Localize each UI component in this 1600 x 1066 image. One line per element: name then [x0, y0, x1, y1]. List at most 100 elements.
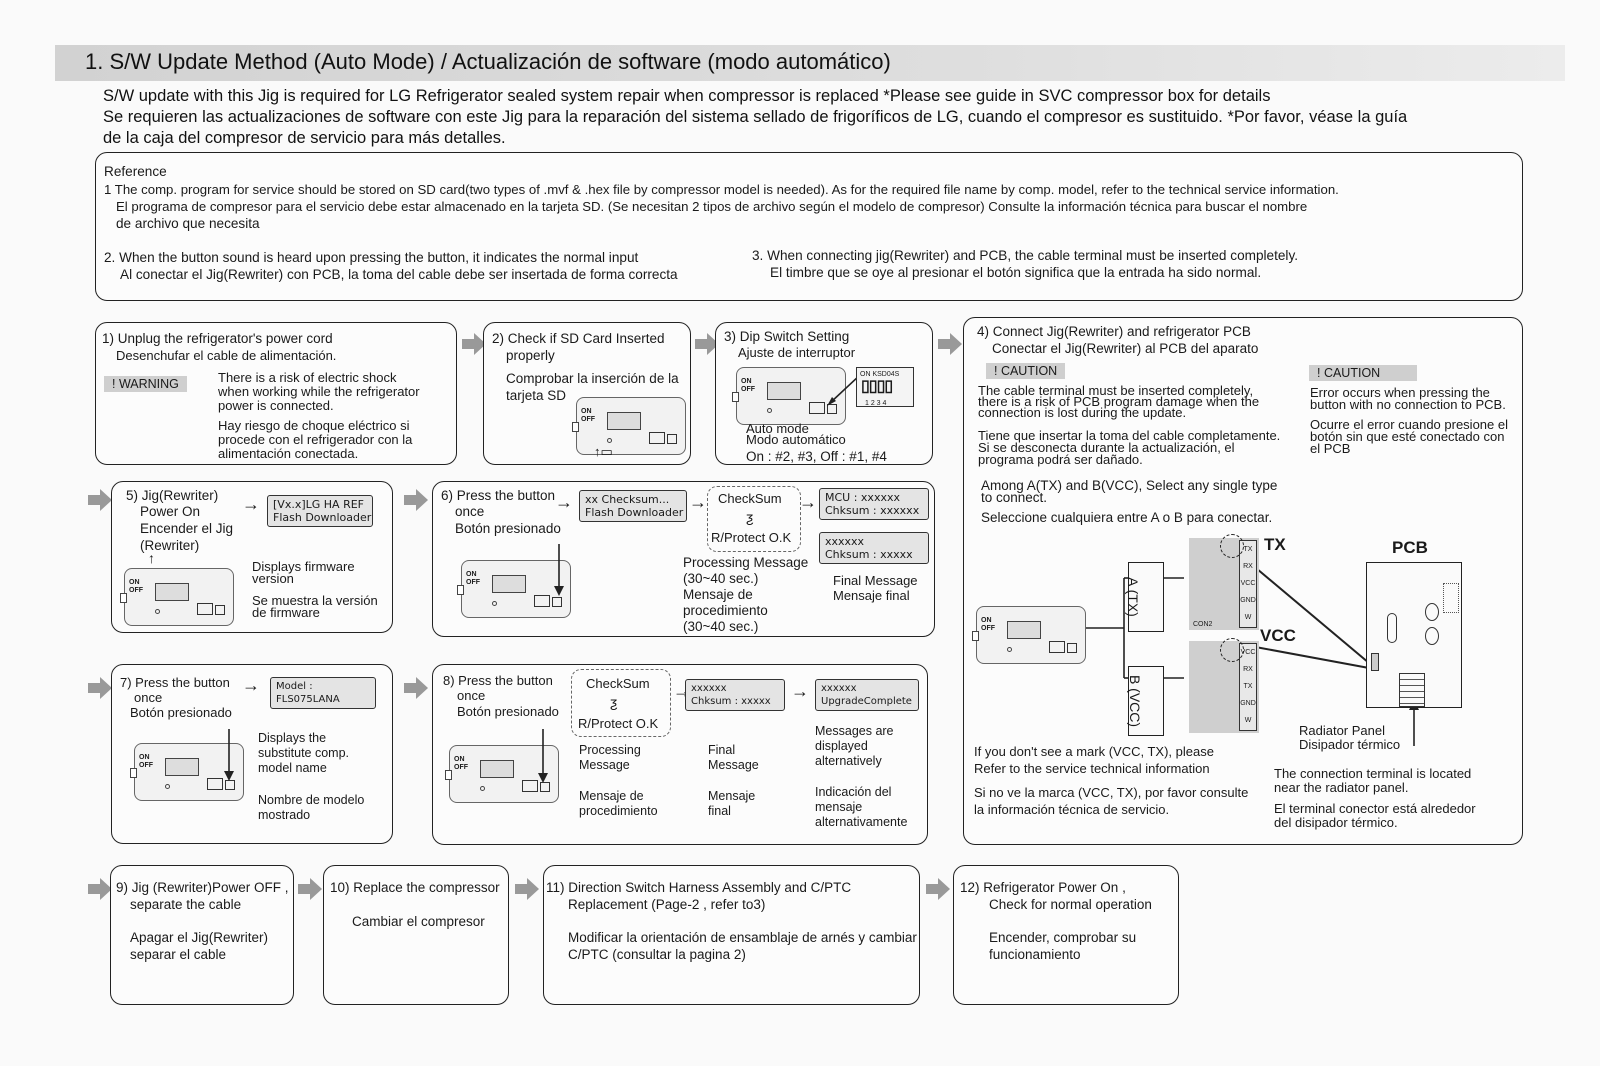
- auto-mode-label-es: Modo automático: [746, 432, 846, 447]
- step-7-desc-1: Displays the: [258, 731, 327, 745]
- sd-slot: [572, 422, 579, 432]
- step-4-title: 4) Connect Jig(Rewriter) and refrigerato…: [977, 324, 1251, 339]
- right-arrow-icon: →: [555, 492, 573, 512]
- intro-line-1: S/W update with this Jig is required for…: [103, 87, 1271, 105]
- reference-2-en: 2. When the button sound is heard upon p…: [104, 250, 639, 265]
- select-text-2: to connect.: [981, 490, 1048, 505]
- step-9-box: 9) Jig (Rewriter)Power OFF , separate th…: [110, 865, 294, 1005]
- sd-slot: [457, 585, 464, 595]
- step-5-title: 5) Jig(Rewriter): [126, 488, 219, 503]
- lcd-display: Model :FLS075LANA: [270, 677, 376, 709]
- step-2-title: 2) Check if SD Card Inserted: [492, 331, 665, 346]
- step-12-title: 12) Refrigerator Power On ,: [960, 880, 1126, 895]
- tx-marker-icon: [1220, 534, 1244, 558]
- alt-msg-6: alternativamente: [815, 815, 908, 829]
- jig-button[interactable]: [215, 605, 225, 615]
- select-text-es: Seleccione cualquiera entre A o B para c…: [981, 510, 1273, 525]
- step-12-title-es-2: funcionamiento: [989, 947, 1081, 962]
- jig-button[interactable]: [540, 782, 550, 792]
- flow-arrow-icon: [298, 878, 322, 900]
- jig-led: [1007, 647, 1012, 652]
- flow-arrow-icon: [515, 878, 539, 900]
- title-bar: 1. S/W Update Method (Auto Mode) / Actua…: [55, 45, 1565, 81]
- step-7-title-2: once: [134, 690, 163, 705]
- reference-box: Reference 1 The comp. program for servic…: [95, 152, 1523, 301]
- jig-connector: [1049, 641, 1065, 653]
- intro-line-2: Se requieren las actualizaciones de soft…: [103, 108, 1408, 126]
- jig-screen: [767, 382, 801, 400]
- page-title: 1. S/W Update Method (Auto Mode) / Actua…: [85, 49, 891, 74]
- vcc-marker-icon: [1220, 638, 1244, 662]
- caution2-text-2: button with no connection to PCB.: [1310, 397, 1506, 412]
- jig-screen: [155, 583, 189, 601]
- jig-led: [155, 609, 160, 614]
- right-arrow-icon: →: [242, 494, 260, 514]
- lcd-display: xx Checksum...Flash Downloader: [579, 490, 687, 522]
- step-9-title-es: Apagar el Jig(Rewriter): [130, 930, 269, 945]
- step-8-title-2: once: [457, 688, 486, 703]
- reference-heading: Reference: [104, 164, 167, 179]
- radiator-panel: [1399, 673, 1425, 707]
- connection-lines: [1086, 555, 1419, 746]
- caution2-text-1: Error occurs when pressing the: [1310, 385, 1490, 400]
- processing-msg-2: (30~40 sec.): [683, 571, 759, 586]
- jig-button[interactable]: [225, 780, 235, 790]
- pcb-label: PCB: [1392, 538, 1428, 557]
- warning-text-3: power is connected.: [218, 398, 334, 413]
- processing-msg-3: Mensaje de: [579, 789, 644, 803]
- step-12-title-2: Check for normal operation: [989, 897, 1152, 912]
- warning-text-4: Hay riesgo de choque eléctrico si: [218, 418, 410, 433]
- intro-line-3: de la caja del compresor de servicio par…: [103, 129, 506, 147]
- jig-screen: [1007, 621, 1041, 639]
- step-7-title-es: Botón presionado: [130, 705, 232, 720]
- pcb-board: [1366, 562, 1462, 708]
- step-10-box: 10) Replace the compressor Cambiar el co…: [323, 865, 509, 1005]
- jig-led: [767, 408, 772, 413]
- radiator-label: Radiator Panel: [1299, 723, 1385, 738]
- alt-msg-5: mensaje: [815, 800, 863, 814]
- flow-arrow-icon: [926, 878, 950, 900]
- step-8-title-es: Botón presionado: [457, 704, 559, 719]
- connector-b: B (VCC): [1127, 666, 1164, 736]
- step-7-desc-4: Nombre de modelo: [258, 793, 365, 807]
- step-4-title-es: Conectar el Jig(Rewriter) al PCB del apa…: [992, 341, 1259, 356]
- step-6-title: 6) Press the button: [441, 488, 556, 503]
- step-9-title: 9) Jig (Rewriter)Power OFF ,: [116, 880, 289, 895]
- step-5-desc-1: Displays firmware: [252, 559, 355, 574]
- jig-screen: [607, 412, 641, 430]
- caution2-text-5: el PCB: [1310, 441, 1351, 456]
- dip-switch[interactable]: ON KSD04S ▯▯▯▯ 1 2 3 4: [856, 367, 914, 407]
- step-9-title-2: separate the cable: [130, 897, 242, 912]
- jig-button[interactable]: [827, 404, 837, 414]
- step-5-desc-4: de firmware: [252, 605, 320, 620]
- auto-mode-label: Auto mode: [746, 421, 809, 436]
- warning-text-2: when working while the refrigerator: [218, 384, 420, 399]
- flow-arrow-icon: [404, 489, 428, 511]
- processing-msg-1: Processing Message: [683, 555, 809, 570]
- jig-button[interactable]: [667, 434, 677, 444]
- warning-text-6: alimentación conectada.: [218, 446, 359, 461]
- radiator-label-es: Disipador térmico: [1299, 737, 1401, 752]
- processing-msg-1: Processing: [579, 743, 641, 757]
- checksum-box: CheckSum ƺ R/Protect O.K: [707, 486, 801, 552]
- caution-text-3: connection is lost during the update.: [978, 405, 1187, 420]
- jig-button[interactable]: [552, 597, 562, 607]
- caution-badge-2: ! CAUTION: [1309, 365, 1417, 381]
- jig-screen: [165, 758, 199, 776]
- intro-text: S/W update with this Jig is required for…: [103, 86, 1483, 149]
- sd-slot: [972, 631, 979, 641]
- alt-msg-1: Messages are: [815, 724, 894, 738]
- terminal-note-1: The connection terminal is located: [1274, 766, 1472, 781]
- step-7-desc-2: substitute comp.: [258, 746, 350, 760]
- jig-button[interactable]: [1067, 643, 1077, 653]
